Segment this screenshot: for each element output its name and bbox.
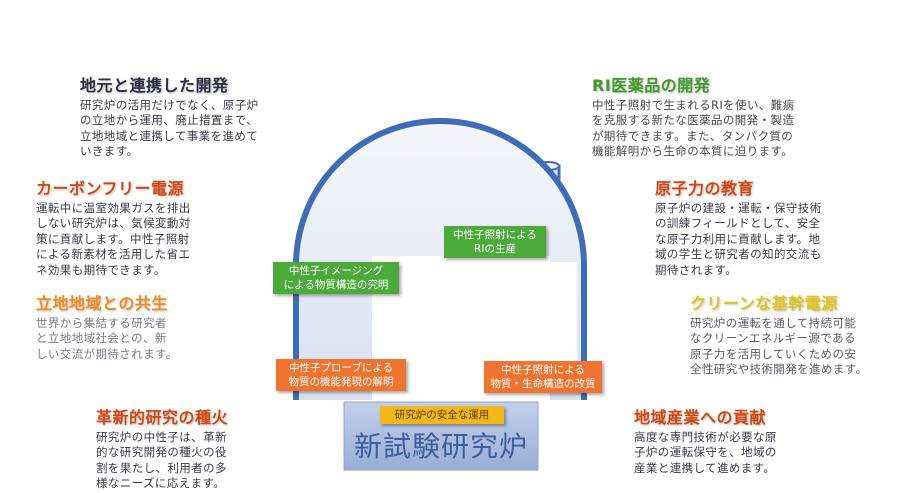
block-body: 運転中に温室効果ガスを排出 しない研究炉は、気候変動対 策に貢献します。中性子照… [36,201,191,277]
block-local-development: 地元と連携した開発 研究炉の活用だけでなく、原子炉 の立地から運用、廃止措置まで… [80,76,259,160]
reactor-name: 新試験研究炉 [353,430,528,463]
block-title: 原子力の教育 [655,179,755,198]
block-education: 原子力の教育 原子炉の建設・運転・保守技術 の訓練フィールドとして、安全 な原子… [655,179,822,278]
block-title: カーボンフリー電源 [36,179,185,198]
tag-neutron-probe: 中性子プローブによる 物質の機能発現の解明 [276,359,406,391]
block-body: 原子炉の建設・運転・保守技術 の訓練フィールドとして、安全 な原子力利用に貢献し… [655,201,822,277]
block-title: 革新的研究の種火 [96,408,229,427]
block-body: 研究炉の運転を通して持続可能 なクリーンエネルギー源である 原子力を活用していく… [690,316,868,377]
block-carbon-free: カーボンフリー電源 運転中に温室効果ガスを排出 しない研究炉は、気候変動対 策に… [36,179,191,278]
block-innovation: 革新的研究の種火 研究炉の中性子は、革新 的な研究開発の種火の役 割を果たし、利… [96,408,228,492]
block-clean-power: クリーンな基幹電源 研究炉の運転を通して持続可能 なクリーンエネルギー源である … [690,294,867,378]
block-body: 研究炉の活用だけでなく、原子炉 の立地から運用、廃止措置まで、 立地地域と連携し… [80,98,259,159]
block-coexistence: 立地地域との共生 世界から集結する研究者 と立地地域社会との、新 しい交流が期待… [36,294,178,362]
block-body: 中性子照射で生まれるRIを使い、難病 を克服する新たな医薬品の開発・製造 が期待… [592,98,795,159]
block-industry: 地域産業への貢献 高度な専門技術が必要な原 子炉の運転保守を、地域の 産業と連携… [634,408,777,476]
tag-safe-operation: 研究炉の安全な運用 [380,406,504,424]
block-title: 地域産業への貢献 [634,408,767,427]
block-title: RI医薬品の開発 [592,76,711,95]
block-ri-medicine: RI医薬品の開発 中性子照射で生まれるRIを使い、難病 を克服する新たな医薬品の… [592,76,795,160]
block-title: 地元と連携した開発 [80,76,229,95]
block-title: 立地地域との共生 [36,294,168,313]
block-title: クリーンな基幹電源 [690,294,838,313]
block-body: 高度な専門技術が必要な原 子炉の運転保守を、地域の 産業と連携して進めます。 [634,430,777,475]
tag-neutron-imaging: 中性子イメージング による物質構造の究明 [273,262,399,294]
tag-ri-production: 中性子照射による RIの生産 [444,226,546,258]
block-body: 世界から集結する研究者 と立地地域社会との、新 しい交流が期待されます。 [36,316,178,361]
block-body: 研究炉の中性子は、革新 的な研究開発の種火の役 割を果たし、利用者の多 様なニー… [96,430,227,491]
tag-neutron-irradiation: 中性子照射による 物質・生命構造の改質 [484,361,602,393]
